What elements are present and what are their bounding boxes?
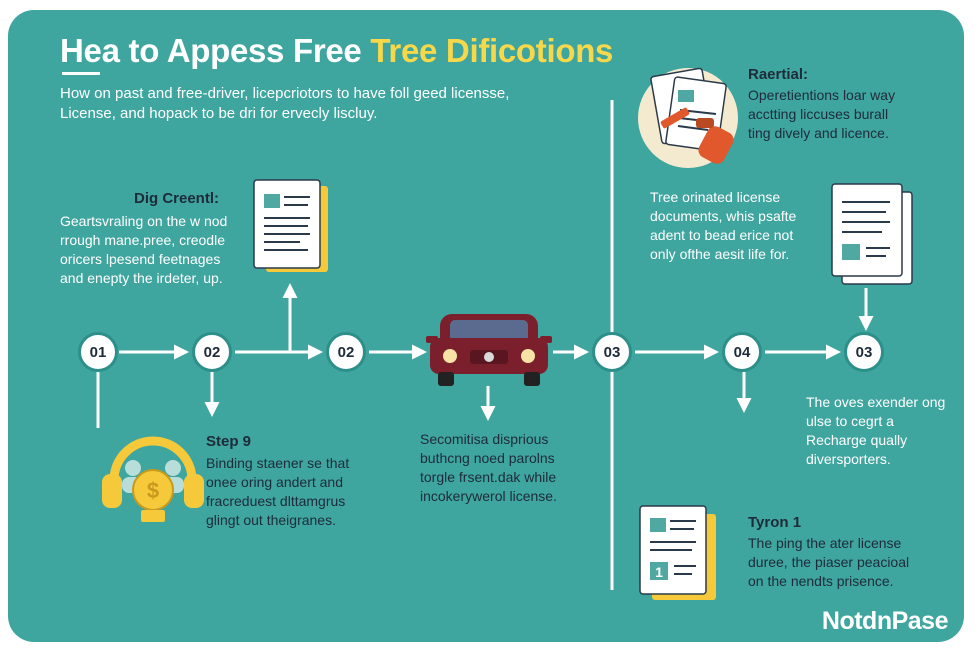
- step9-text: Binding staener se that onee oring ander…: [206, 455, 350, 528]
- step-node-5: 04: [722, 332, 762, 372]
- step-node-1: 01: [78, 332, 118, 372]
- raertial-heading: Raertial:: [748, 66, 809, 83]
- svg-text:$: $: [147, 478, 159, 503]
- step-node-6: 03: [844, 332, 884, 372]
- svg-text:1: 1: [655, 564, 663, 580]
- page-title: Hea to Appess Free Tree Dificotions: [60, 32, 613, 70]
- checklist-document-icon: 1: [639, 505, 716, 600]
- document-icon: [831, 183, 913, 285]
- tyron-heading: Tyron 1: [748, 514, 802, 531]
- brand-logo: NotdnPase: [821, 607, 949, 635]
- raertial-text: Operetientions loar way acctting liccuse…: [748, 87, 896, 141]
- step-node-2: 02: [192, 332, 232, 372]
- tree-text: Tree orinated license documents, whis ps…: [650, 189, 797, 262]
- page-subtitle: How on past and free-driver, licepcrioto…: [60, 85, 510, 122]
- title-main: Hea to Appess Free: [60, 32, 371, 69]
- headphones-coin-icon: $: [102, 436, 204, 522]
- document-icon: [253, 179, 328, 272]
- tyron-text: The ping the ater license duree, the pia…: [748, 535, 910, 589]
- title-underline: [62, 72, 100, 75]
- title-highlight: Tree Dificotions: [370, 32, 614, 69]
- dig-heading: Dig Creentl:: [134, 190, 220, 207]
- license-key-icon: [638, 67, 738, 168]
- step-node-4: 03: [592, 332, 632, 372]
- dig-text: Geartsvraling on the w nod rrough mane.p…: [60, 213, 228, 286]
- car-text: Secomitisa disprious buthcng noed paroln…: [420, 431, 557, 504]
- infographic-card: Hea to Appess Free Tree Dificotions How …: [8, 10, 964, 642]
- step9-heading: Step 9: [206, 433, 252, 450]
- step-node-3: 02: [326, 332, 366, 372]
- oves-text: The oves exender ong ulse to cegrt a Rec…: [806, 394, 946, 467]
- car-icon: [426, 314, 552, 386]
